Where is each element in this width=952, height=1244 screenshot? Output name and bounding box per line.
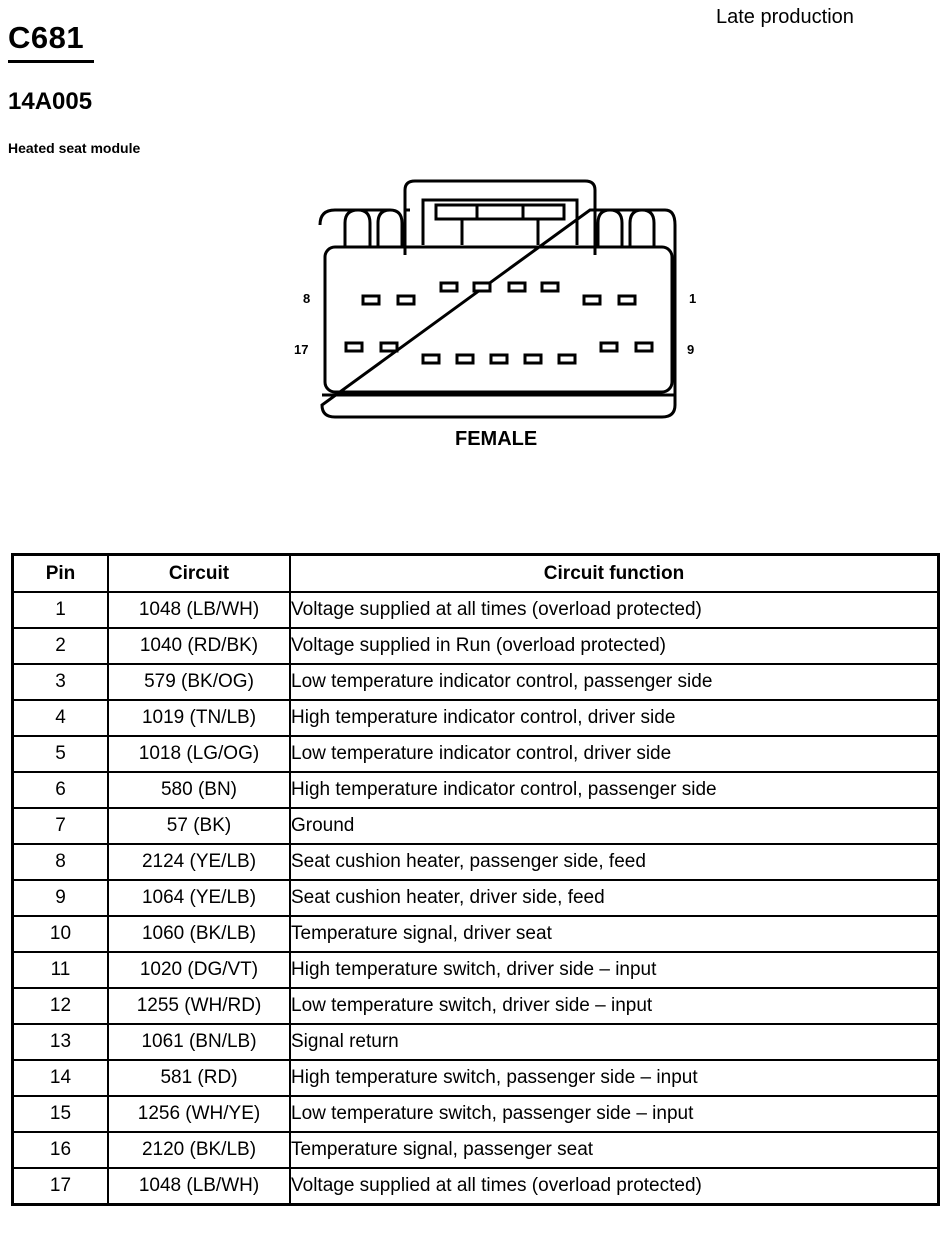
- circuit-cell: 2120 (BK/LB): [107, 1131, 291, 1169]
- function-cell: Signal return: [289, 1023, 940, 1061]
- circuit-cell: 1061 (BN/LB): [107, 1023, 291, 1061]
- circuit-cell: 1060 (BK/LB): [107, 915, 291, 953]
- function-cell: High temperature indicator control, driv…: [289, 699, 940, 737]
- function-cell: Low temperature switch, passenger side –…: [289, 1095, 940, 1133]
- circuit-cell: 1040 (RD/BK): [107, 627, 291, 665]
- connector-gender-label: FEMALE: [455, 428, 538, 450]
- component-name: Heated seat module: [8, 140, 141, 156]
- function-cell: Voltage supplied at all times (overload …: [289, 591, 940, 629]
- connector-id: C681: [8, 20, 85, 55]
- pin-cell: 13: [11, 1023, 109, 1061]
- function-cell: Voltage supplied at all times (overload …: [289, 1167, 940, 1206]
- pin-cell: 8: [11, 843, 109, 881]
- circuit-cell: 1255 (WH/RD): [107, 987, 291, 1025]
- pin-cell: 15: [11, 1095, 109, 1133]
- header-circuit-function: Circuit function: [289, 553, 940, 593]
- pin-cell: 5: [11, 735, 109, 773]
- pin-cell: 6: [11, 771, 109, 809]
- function-cell: Low temperature switch, driver side – in…: [289, 987, 940, 1025]
- circuit-cell: 1019 (TN/LB): [107, 699, 291, 737]
- pin-cell: 12: [11, 987, 109, 1025]
- pin-cell: 4: [11, 699, 109, 737]
- function-cell: Seat cushion heater, driver side, feed: [289, 879, 940, 917]
- function-cell: High temperature switch, driver side – i…: [289, 951, 940, 989]
- latch-outline: [403, 179, 597, 255]
- pin-cell: 3: [11, 663, 109, 701]
- circuit-cell: 1048 (LB/WH): [107, 1167, 291, 1206]
- pin-cell: 7: [11, 807, 109, 845]
- function-cell: Seat cushion heater, passenger side, fee…: [289, 843, 940, 881]
- pin-cavities: [344, 281, 654, 365]
- function-cell: Temperature signal, passenger seat: [289, 1131, 940, 1169]
- function-cell: Low temperature indicator control, drive…: [289, 735, 940, 773]
- header-pin: Pin: [11, 553, 109, 593]
- pin-cell: 16: [11, 1131, 109, 1169]
- circuit-cell: 57 (BK): [107, 807, 291, 845]
- function-cell: High temperature switch, passenger side …: [289, 1059, 940, 1097]
- pin-label-17: 17: [294, 342, 309, 357]
- function-cell: High temperature indicator control, pass…: [289, 771, 940, 809]
- header-circuit: Circuit: [107, 553, 291, 593]
- pin-label-9: 9: [687, 342, 695, 357]
- circuit-cell: 580 (BN): [107, 771, 291, 809]
- part-number: 14A005: [8, 88, 93, 115]
- pin-cell: 2: [11, 627, 109, 665]
- pin-cell: 1: [11, 591, 109, 629]
- circuit-cell: 1018 (LG/OG): [107, 735, 291, 773]
- function-cell: Ground: [289, 807, 940, 845]
- function-cell: Low temperature indicator control, passe…: [289, 663, 940, 701]
- circuit-cell: 1048 (LB/WH): [107, 591, 291, 629]
- latch-window: [434, 203, 566, 221]
- table-header-row: Pin Circuit Circuit function: [11, 553, 940, 593]
- function-cell: Voltage supplied in Run (overload protec…: [289, 627, 940, 665]
- circuit-cell: 2124 (YE/LB): [107, 843, 291, 881]
- circuit-cell: 1256 (WH/YE): [107, 1095, 291, 1133]
- pin-cell: 17: [11, 1167, 109, 1206]
- circuit-cell: 581 (RD): [107, 1059, 291, 1097]
- circuit-cell: 1020 (DG/VT): [107, 951, 291, 989]
- pin-label-8: 8: [303, 291, 311, 306]
- connector-id-underline: [8, 60, 94, 63]
- connector-face-diagram: [318, 179, 677, 419]
- pin-cell: 9: [11, 879, 109, 917]
- pin-label-1: 1: [689, 291, 697, 306]
- function-cell: Temperature signal, driver seat: [289, 915, 940, 953]
- circuit-cell: 579 (BK/OG): [107, 663, 291, 701]
- pin-cell: 11: [11, 951, 109, 989]
- pin-cell: 14: [11, 1059, 109, 1097]
- connector-face: [323, 245, 674, 394]
- circuit-cell: 1064 (YE/LB): [107, 879, 291, 917]
- production-note: Late production: [716, 6, 854, 28]
- pin-cell: 10: [11, 915, 109, 953]
